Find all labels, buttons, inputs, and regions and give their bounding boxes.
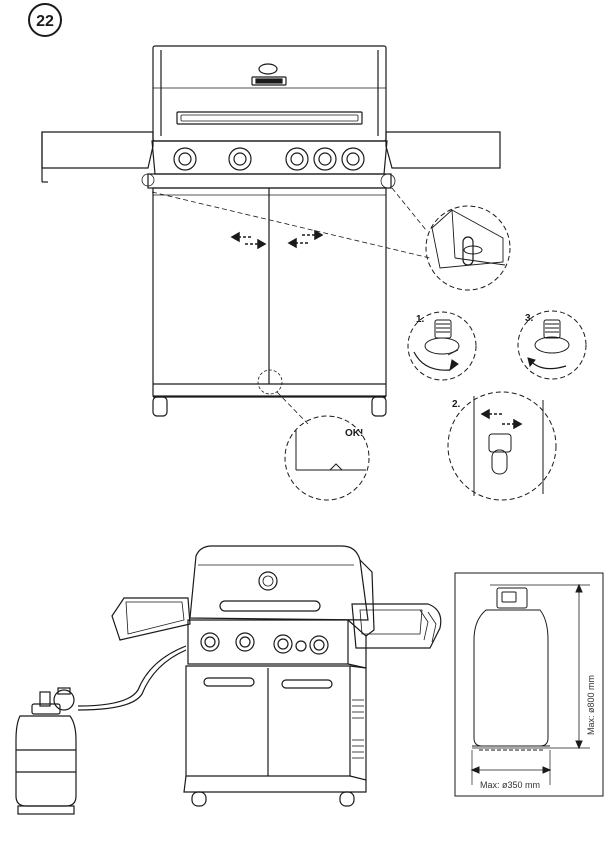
wheel-right [339,791,355,807]
max-diameter-label: Max: ø350 mm [480,780,540,790]
callout-step-3: 3. [525,313,534,324]
detail-leaders [141,173,431,425]
control-knobs [173,147,365,171]
cylinder-dimension-panel [454,572,604,797]
step-number: 22 [36,13,54,30]
arrow-right-icon [302,229,324,241]
gas-hose [77,645,187,711]
arrow-right-icon [245,238,267,250]
step-badge: 22 [28,3,62,37]
arrow-left-icon [230,231,251,243]
lid-handle [219,600,321,612]
callout-step-1: 1. [416,314,425,325]
wheel-left [152,396,168,417]
grill-lid [152,45,387,142]
regulator [39,687,75,711]
wheel-right [371,396,387,417]
control-panel [187,619,349,665]
side-vents [352,699,364,759]
arrow-right-icon [502,418,523,430]
left-side-shelf [111,597,191,641]
callout-ok: OK! [345,428,363,439]
thermometer [258,571,278,591]
left-side-shelf [41,131,154,169]
lid-handle [176,111,363,125]
screw-detail-3 [517,310,587,380]
grill-lid [189,545,369,621]
screw-detail-1 [407,311,477,381]
door-arrows [230,229,324,250]
grill-perspective-view [111,545,442,807]
control-panel [151,140,388,175]
door-pin-detail [447,391,557,501]
door-alignment-detail [284,415,370,501]
arrow-left-icon [480,408,502,420]
wheel-left [191,791,207,807]
right-side-shelf [385,131,501,169]
callout-step-2: 2. [452,399,461,410]
grill-front-view [41,45,501,417]
arrow-left-icon [287,237,308,249]
max-height-label: Max: ø800 mm [586,675,596,735]
control-knobs [200,632,329,655]
door-pin-arrows [480,408,523,430]
screw-icon [434,319,452,339]
gas-cylinder [15,687,77,815]
screw-icon [543,319,561,339]
brand-logo [251,63,287,86]
rotate-icon [413,351,451,371]
right-side-shelf [351,603,442,649]
hinge-detail [425,205,511,291]
